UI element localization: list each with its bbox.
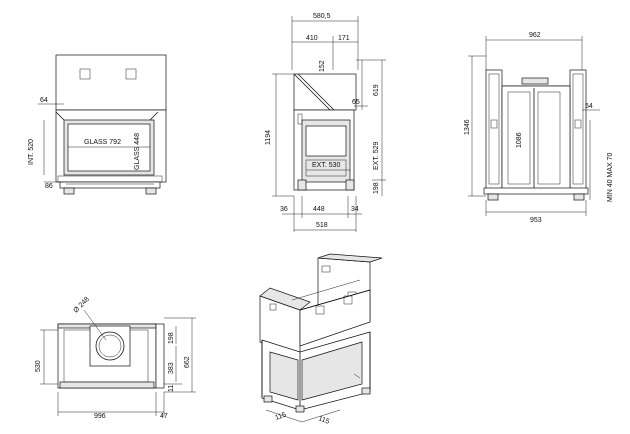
side-bottom-width: 518 [316,222,328,229]
rear-view: 962 1346 1086 54 MIN 40 MAX 70 953 [464,32,614,224]
front-view: 64 INT. 520 GLASS 792 GLASS 448 86 [28,54,167,195]
rear-total-height: 1346 [464,119,471,135]
rear-top-width: 962 [529,32,541,39]
plan-total-width: 996 [94,413,106,420]
plan-view: Ø 248 530 198 383 662 11 996 47 [35,296,196,420]
side-flue-offset: 152 [319,60,326,72]
plan-flue-depth: 198 [168,332,175,344]
iso-right-foot: 115 [317,415,330,425]
rear-side-offset: 54 [585,103,593,110]
rear-min-max: MIN 40 MAX 70 [607,152,614,202]
iso-left-foot: 115 [274,411,287,421]
plan-flue-diameter: Ø 248 [72,296,91,315]
side-depth-left: 410 [306,35,318,42]
side-bottom-height: 198 [373,182,380,194]
rear-inner-height: 1086 [516,132,523,148]
side-right-margin: 34 [351,206,359,213]
plan-side-width: 47 [160,413,168,420]
side-overall-width: 580,5 [313,13,331,20]
side-left-margin: 36 [280,206,288,213]
side-total-height: 1194 [265,130,272,145]
side-depth-right: 171 [338,35,350,42]
side-ext-width: EXT. 530 [312,162,341,169]
front-base-height: 86 [45,183,53,190]
plan-front-offset: 11 [168,385,175,392]
rear-bottom-width: 953 [530,217,542,224]
side-lip: 65 [352,99,360,106]
side-upper-height: 619 [373,84,380,96]
plan-left-height: 530 [35,360,42,372]
front-glass-height: GLASS 448 [134,133,141,170]
side-view: 580,5 410 171 152 1194 619 65 EXT. 529 1… [265,13,386,232]
isometric-view: 115 115 [259,253,383,426]
plan-total-depth: 662 [184,356,191,368]
plan-back-depth: 383 [168,362,175,374]
side-ext-height: EXT. 529 [373,141,380,170]
front-glass-width: GLASS 792 [84,139,121,146]
front-int-height: INT. 520 [28,139,35,165]
side-center-width: 448 [313,206,325,213]
front-top-offset: 64 [40,97,48,104]
